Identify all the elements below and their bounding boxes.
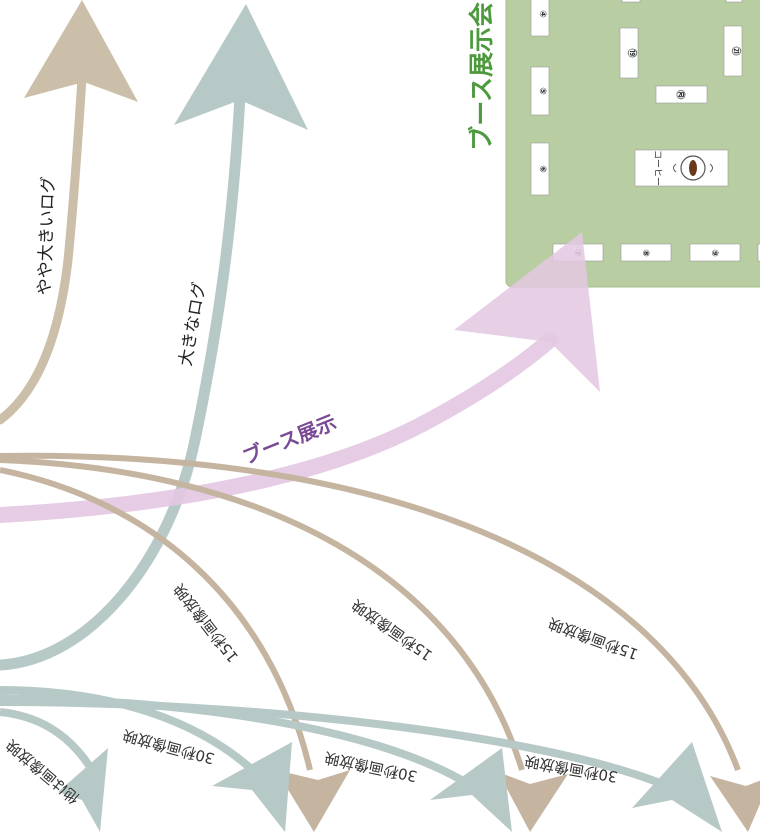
- arrowhead-brown-3: [710, 776, 760, 832]
- booth-8: [620, 243, 672, 262]
- coffee-label: コーヒー: [652, 150, 663, 186]
- arrow-spot30-a: [0, 686, 292, 832]
- booth-9: [689, 243, 741, 262]
- label-spot15-a: 15秒画像放映: [170, 580, 242, 665]
- arrow-spot30-c: [0, 698, 722, 832]
- arrowhead-slate-1: [212, 742, 292, 832]
- arrow-logo-medium: [0, 0, 138, 425]
- arrowhead-slate-3: [632, 742, 722, 832]
- booth-19-label: ⑲: [626, 48, 638, 57]
- coffee-cup-icon: [673, 155, 713, 181]
- booth-5-label: ⑤: [537, 87, 547, 95]
- booth-21-label: ㉑: [730, 46, 742, 55]
- label-spot15-c: 15秒画像放映: [546, 614, 641, 663]
- booth-6: [530, 142, 550, 196]
- booth-8-label: ⑧: [640, 249, 650, 257]
- arrow-spot15-a: [0, 467, 350, 832]
- booth-4-label: ④: [537, 10, 547, 18]
- arrowhead-brown-2: [498, 772, 568, 832]
- arrowhead-slate: [174, 4, 308, 130]
- arrowhead-tan: [24, 0, 138, 102]
- booth-21: [723, 25, 743, 77]
- venue-title: ブース展示会: [467, 2, 496, 151]
- arrow-logo-large: [0, 4, 308, 671]
- venue-floor: [505, 0, 760, 288]
- arrow-spot15-b: [0, 457, 568, 832]
- booth-top-a: [621, 0, 641, 3]
- booth-venue-map: ④ ⑤ ⑥ ⑲ ㉑ ⑳ コーヒー ⑦ ⑧ ⑨: [505, 0, 760, 288]
- label-logo-large: 大きなログ: [176, 281, 210, 368]
- arrow-booth: [0, 232, 600, 523]
- label-logo-medium: やや大きいログ: [35, 176, 59, 296]
- booth-5: [530, 66, 550, 116]
- arrowhead-lilac: [454, 232, 600, 392]
- arrow-spot15-c: [0, 452, 760, 832]
- booth-19: [619, 27, 639, 79]
- booth-edge: [757, 243, 760, 262]
- arrowhead-brown-1: [276, 770, 350, 832]
- arrowhead-slate-2: [430, 748, 512, 832]
- booth-top-b: [725, 0, 743, 3]
- booth-4: [530, 0, 550, 37]
- arrow-spot-other: [0, 708, 108, 832]
- booth-20-label: ⑳: [676, 89, 685, 101]
- booth-9-label: ⑨: [709, 249, 719, 257]
- booth-6-label: ⑥: [537, 165, 547, 173]
- booth-20: [655, 85, 708, 104]
- arrowhead-slate-4: [58, 748, 108, 832]
